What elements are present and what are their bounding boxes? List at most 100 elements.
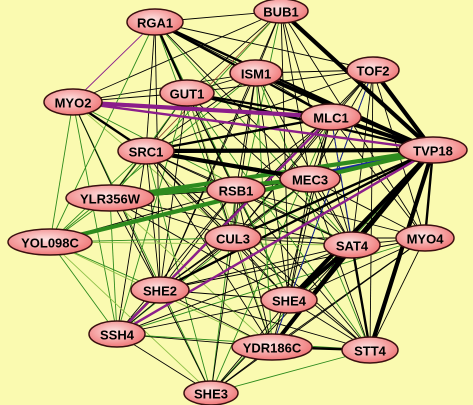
node-label: STT4: [354, 344, 387, 359]
node-label: YDR186C: [243, 341, 302, 356]
node-stt4[interactable]: STT4: [341, 336, 399, 364]
edge-ylr356w-ssh4: [109, 197, 118, 335]
node-ellipse: [231, 333, 313, 361]
edge-myo2-ssh4: [72, 101, 118, 335]
node-ssh4[interactable]: SSH4: [88, 320, 146, 348]
node-ellipse: [323, 231, 381, 259]
edge-tvp18-sat4: [350, 148, 435, 247]
node-ellipse: [117, 137, 175, 165]
edge-she2-stt4: [159, 289, 371, 351]
edge-she4-bub1: [280, 10, 290, 301]
edge-tvp18-myo4: [423, 149, 435, 239]
edge-tvp18-tof2: [371, 68, 435, 152]
edge-rga1-src1: [145, 21, 156, 152]
edge-rga1-yol098c: [49, 21, 156, 243]
node-she4[interactable]: SHE4: [260, 286, 318, 314]
node-ellipse: [65, 184, 155, 212]
node-mlc1[interactable]: MLC1: [300, 103, 362, 131]
edge-myo4-she2: [159, 237, 426, 291]
edge-she3-myo4: [210, 237, 426, 394]
node-myo2[interactable]: MYO2: [43, 88, 103, 116]
edge-src1-ydr186c: [145, 150, 273, 348]
edge-mlc1-src1: [145, 115, 332, 153]
node-tvp18[interactable]: TVP18: [398, 136, 468, 164]
node-ellipse: [341, 336, 399, 364]
node-ellipse: [159, 79, 215, 107]
node-ellipse: [300, 103, 362, 131]
edge-sat4-stt4: [350, 244, 372, 351]
edge-rsb1-she2: [159, 189, 237, 291]
edge-mec3-yol098c: [49, 176, 311, 245]
node-label: MYO2: [55, 96, 92, 111]
node-cul3[interactable]: CUL3: [204, 224, 262, 252]
node-label: SHE2: [143, 284, 177, 299]
edge-tvp18-stt4: [367, 149, 436, 351]
edge-myo4-stt4: [369, 237, 426, 351]
node-label: SRC1: [129, 145, 164, 160]
node-tof2[interactable]: TOF2: [346, 56, 400, 84]
edge-myo2-bub1: [72, 10, 282, 103]
edge-myo2-yol098c: [49, 101, 74, 243]
node-ellipse: [346, 56, 400, 84]
edge-src1-she4: [145, 150, 290, 301]
node-ellipse: [7, 228, 93, 256]
edge-yol098c-sat4: [49, 241, 353, 246]
node-label: ISM1: [241, 67, 271, 82]
edge-bub1-src1: [145, 10, 282, 152]
edge-she4-ssh4: [116, 299, 290, 335]
node-ellipse: [260, 286, 318, 314]
edge-she3-mlc1: [210, 116, 332, 394]
node-ylr356w[interactable]: YLR356W: [65, 184, 155, 212]
edge-cul3-she3: [210, 237, 234, 394]
edge-ism1-sat4: [255, 72, 353, 246]
node-yol098c[interactable]: YOL098C: [7, 228, 93, 256]
edge-mec3-she4: [288, 178, 311, 301]
edge-stt4-gut1: [186, 92, 371, 351]
edge-tof2-stt4: [369, 69, 374, 351]
edge-sat4-she3: [210, 244, 353, 394]
node-bub1[interactable]: BUB1: [253, 0, 309, 24]
node-rga1[interactable]: RGA1: [126, 8, 184, 36]
edge-yol098c-ssh4: [49, 241, 118, 335]
node-she3[interactable]: SHE3: [183, 380, 239, 405]
node-label: YLR356W: [80, 192, 141, 207]
node-label: MLC1: [313, 111, 348, 126]
node-ydr186c[interactable]: YDR186C: [231, 333, 313, 361]
edge-tvp18-cul3: [232, 148, 434, 240]
node-she2[interactable]: SHE2: [130, 276, 190, 304]
node-src1[interactable]: SRC1: [117, 137, 175, 165]
node-ellipse: [229, 59, 283, 87]
node-ellipse: [88, 320, 146, 348]
node-label: SSH4: [100, 328, 135, 343]
edge-src1-stt4: [145, 150, 371, 351]
edge-cul3-ydr186c: [232, 237, 273, 348]
node-gut1[interactable]: GUT1: [159, 79, 215, 107]
edge-tvp18-myo2: [72, 100, 434, 152]
node-ism1[interactable]: ISM1: [229, 59, 283, 87]
edge-ylr356w-she2: [109, 197, 161, 291]
node-ellipse: [279, 165, 341, 193]
node-label: YOL098C: [21, 236, 79, 251]
node-label: BUB1: [263, 5, 298, 20]
node-sat4[interactable]: SAT4: [323, 231, 381, 259]
node-myo4[interactable]: MYO4: [395, 224, 455, 252]
edge-myo2-cul3: [72, 101, 234, 239]
node-ellipse: [395, 224, 455, 252]
edge-she2-she3: [159, 289, 212, 394]
node-label: SAT4: [336, 239, 369, 254]
node-ellipse: [43, 88, 103, 116]
edge-sat4-she2: [159, 244, 353, 291]
node-ellipse: [126, 8, 184, 36]
node-label: TOF2: [357, 64, 390, 79]
node-ellipse: [206, 176, 266, 204]
edge-tvp18-src1: [145, 147, 434, 154]
edge-rsb1-ssh4: [116, 189, 237, 335]
edge-rsb1-stt4: [235, 189, 371, 351]
edge-rsb1-ydr186c: [235, 189, 273, 348]
node-label: CUL3: [216, 232, 250, 247]
node-label: TVP18: [413, 144, 453, 159]
edge-stt4-she3: [210, 349, 371, 394]
node-rsb1[interactable]: RSB1: [206, 176, 266, 204]
node-mec3[interactable]: MEC3: [279, 165, 341, 193]
